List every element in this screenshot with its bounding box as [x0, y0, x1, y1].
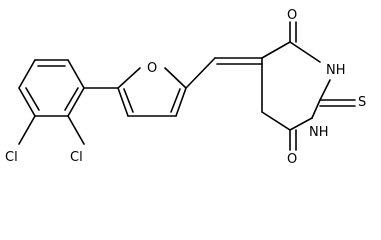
- bond-furan-c2-c3-inner: [123, 88, 134, 113]
- atom-oxygen-top: O: [287, 8, 297, 23]
- bond-benzene-3-inner: [25, 87, 40, 111]
- bond-furan-methine: [185, 57, 216, 89]
- atom-oxygen-furan: O: [147, 61, 157, 76]
- bond-furan-c2-o: [117, 67, 141, 89]
- chemical-structure: O O NH S NH O Cl Cl: [5, 8, 366, 167]
- bond-c-cl-left: [18, 115, 36, 145]
- bond-c6-c5: [261, 111, 291, 131]
- bond-furan-o-c5: [164, 67, 187, 89]
- bond-benzene-5: [67, 87, 85, 117]
- bond-n3-c2: [319, 79, 331, 101]
- bond-c4-n3: [289, 41, 321, 63]
- bond-c-cl-bottom: [67, 115, 85, 145]
- bond-c2-n1: [311, 99, 321, 119]
- atom-labels: O O NH S NH O Cl Cl: [5, 8, 366, 167]
- atom-oxygen-bottom: O: [287, 152, 297, 167]
- atom-nh-bottom: NH: [309, 125, 329, 140]
- bond-furan-c2-c3: [117, 87, 129, 117]
- atom-chlorine-left: Cl: [5, 150, 18, 165]
- bond-benzene-3: [18, 87, 36, 117]
- atom-chlorine-bottom: Cl: [70, 150, 83, 165]
- bond-benzene-5-inner: [64, 87, 79, 111]
- bond-benzene-2: [18, 59, 36, 89]
- bond-benzene-6: [67, 59, 85, 89]
- atom-nh-top: NH: [326, 63, 346, 78]
- bond-furan-c4-c5-inner: [170, 88, 181, 113]
- bond-c5-c4: [261, 41, 291, 59]
- bond-furan-c4-c5: [175, 87, 187, 117]
- bond-n1-c6: [289, 117, 313, 131]
- bonds: [18, 21, 356, 151]
- atom-sulfur: S: [358, 95, 366, 110]
